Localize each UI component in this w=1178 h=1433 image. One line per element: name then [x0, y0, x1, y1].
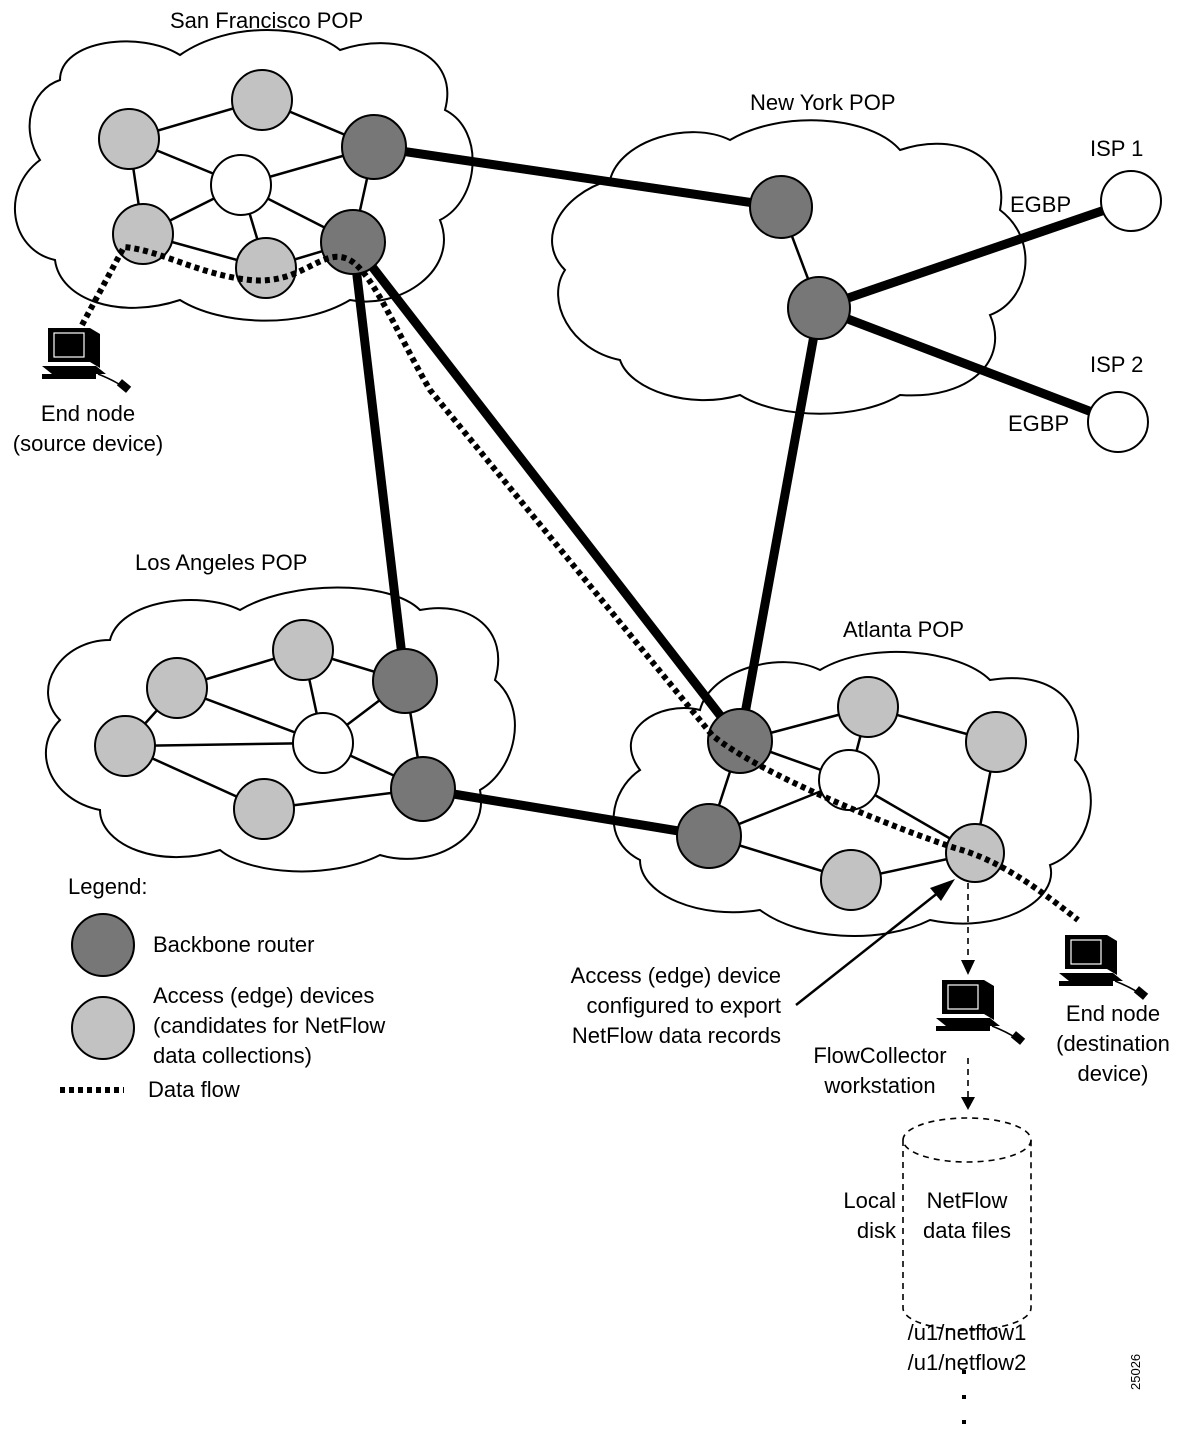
isp2-router: [1087, 391, 1149, 453]
link-la-atlanta: [422, 784, 710, 841]
isp2-label: ISP 2: [1090, 352, 1143, 377]
callout-line-2: configured to export: [587, 993, 781, 1018]
legend-flow-label: Data flow: [148, 1077, 240, 1102]
local-disk-label-1: Local: [843, 1188, 896, 1213]
destination-computer-icon: [1059, 935, 1149, 1000]
la-backbone-router: [372, 648, 438, 714]
sf-access-router: [98, 108, 160, 170]
link-sf-la: [348, 241, 410, 682]
legend-access-label-2: (candidates for NetFlow: [153, 1013, 385, 1038]
legend-backbone-label: Backbone router: [153, 932, 314, 957]
sf-internal-router: [210, 154, 272, 216]
collector-computer-icon: [936, 980, 1026, 1045]
link-ny-atlanta: [735, 307, 824, 742]
egbp1-label: EGBP: [1010, 192, 1071, 217]
la-backbone-router: [390, 756, 456, 822]
local-disk-label-2: disk: [857, 1218, 897, 1243]
la-internal-router: [292, 712, 354, 774]
legend-access-swatch: [71, 996, 135, 1060]
ellipsis-dots: [962, 1370, 966, 1424]
atl-backbone-router: [707, 708, 773, 774]
labels: San Francisco POP New York POP Los Angel…: [13, 8, 1170, 1390]
callout-line-1: Access (edge) device: [571, 963, 781, 988]
pop-label-atlanta: Atlanta POP: [843, 617, 964, 642]
legend-backbone-swatch: [71, 913, 135, 977]
link-sf-atlanta: [349, 239, 744, 744]
local-disk-cylinder: [902, 1117, 1032, 1331]
dest-node-sublabel-1: (destination: [1056, 1031, 1170, 1056]
la-access-router: [233, 778, 295, 840]
pop-label-new-york: New York POP: [750, 90, 896, 115]
callout-line-3: NetFlow data records: [572, 1023, 781, 1048]
routers: [94, 69, 1162, 911]
legend-title: Legend:: [68, 874, 148, 899]
pop-label-los-angeles: Los Angeles POP: [135, 550, 307, 575]
sf-access-router: [235, 237, 297, 299]
netflow-files-label-2: data files: [923, 1218, 1011, 1243]
isp1-router: [1100, 170, 1162, 232]
isp1-label: ISP 1: [1090, 136, 1143, 161]
figure-id: 25026: [1128, 1354, 1143, 1390]
dest-node-sublabel-2: device): [1078, 1061, 1149, 1086]
collector-sublabel: workstation: [823, 1073, 935, 1098]
source-node-sublabel: (source device): [13, 431, 163, 456]
export-links: [961, 883, 975, 1110]
legend-symbols: [60, 913, 135, 1093]
pop-label-san-francisco: San Francisco POP: [170, 8, 363, 33]
netflow-files-label-1: NetFlow: [927, 1188, 1008, 1213]
legend-access-label-1: Access (edge) devices: [153, 983, 374, 1008]
sf-access-router: [231, 69, 293, 131]
la-access-router: [94, 715, 156, 777]
atl-access-router: [965, 711, 1027, 773]
source-computer-icon: [42, 328, 132, 393]
legend-access-label-3: data collections): [153, 1043, 312, 1068]
netflow-path-1: /u1/netflow1: [908, 1320, 1027, 1345]
la-access-router: [272, 619, 334, 681]
source-node-label: End node: [41, 401, 135, 426]
dest-node-label: End node: [1066, 1001, 1160, 1026]
link-sf-ny: [373, 142, 782, 212]
collector-label: FlowCollector: [813, 1043, 946, 1068]
ny-backbone-router: [749, 175, 813, 239]
link-ny-isp1: [817, 196, 1133, 313]
sf-backbone-router: [320, 209, 386, 275]
netflow-path-2: /u1/netflow2: [908, 1350, 1027, 1375]
atl-access-router: [837, 676, 899, 738]
backbone-links: [348, 142, 1133, 841]
atl-internal-router: [818, 749, 880, 811]
atl-backbone-router: [676, 803, 742, 869]
link-ny-isp2: [817, 303, 1120, 427]
atl-access-router-exporting: [945, 823, 1005, 883]
ny-backbone-router: [787, 276, 851, 340]
la-access-router: [146, 657, 208, 719]
egbp2-label: EGBP: [1008, 411, 1069, 436]
sf-backbone-router: [341, 114, 407, 180]
atl-access-router: [820, 849, 882, 911]
callout-arrow: [795, 879, 955, 1006]
cloud-new-york: [551, 119, 1027, 415]
